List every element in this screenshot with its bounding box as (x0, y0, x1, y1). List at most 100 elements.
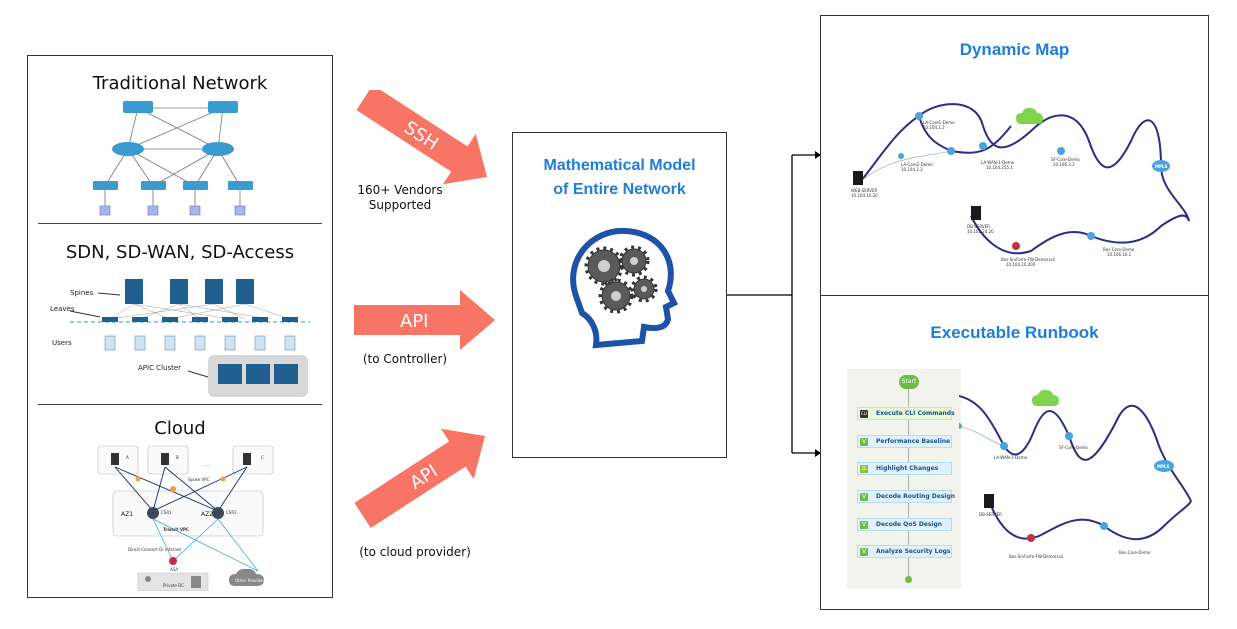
la-wan-label: LA-WAN-1-Demo (981, 160, 1015, 165)
users-label: Users (52, 339, 72, 347)
db-server-icon (971, 206, 981, 220)
sdn-diagram: Spines Leaves Users APIC Cluster (50, 279, 310, 397)
step-label: Performance Baseline (876, 438, 951, 445)
user-server-icon (104, 335, 296, 351)
leaves-label: Leaves (50, 305, 75, 313)
step-decode-qos[interactable]: V Decode QoS Design (857, 518, 952, 531)
vpc-c-label: C (261, 455, 264, 460)
db-server-label: DB-SERVER (979, 512, 1002, 517)
cloud-provider-note: (to cloud provider) (359, 545, 471, 559)
apic-cluster-label: APIC Cluster (138, 364, 181, 372)
router-node-icon (898, 112, 1095, 240)
host-icon (99, 205, 246, 216)
la-wan-label: LA-WAN-1-Demo (994, 455, 1028, 460)
step-decode-routing[interactable]: V Decode Routing Design (857, 490, 956, 503)
firewall-node-icon (1027, 534, 1035, 542)
output-connectors (727, 151, 821, 457)
flow-line (908, 389, 909, 579)
la-wan-ip: 10.104.255.1 (986, 165, 1013, 170)
traditional-network-title: Traditional Network (92, 73, 268, 94)
step-analyze-security[interactable]: V Analyze Security Logs (857, 545, 952, 558)
la-core1-ip: 10.104.1.2 (923, 125, 945, 130)
vendors-note: 160+ Vendors Supported (357, 183, 443, 212)
mpls-label: MPLS (1155, 164, 1167, 169)
other-provider-cloud-icon (229, 568, 264, 586)
v-icon: V (860, 548, 868, 556)
bos-core-label: Bos-Core-Demo (1119, 550, 1151, 555)
apic-controller-icon (218, 364, 298, 384)
runbook-map-diagram: LA-WAN-1-Demo SF-Core-Demo MPLS DB-SERVE… (959, 389, 1192, 559)
vpc-dots: ...... (203, 462, 211, 467)
az2-label: AZ2 (201, 511, 213, 518)
web-server-ip: 10.104.10.20 (851, 193, 878, 198)
csr2-label: CSR2 (226, 510, 237, 515)
la-core1-label: LA-Core1-Demo (923, 120, 955, 125)
start-node[interactable]: Start (899, 375, 919, 389)
db-server-ip: 10.102.24.20 (967, 229, 994, 234)
db-server-icon (984, 494, 994, 508)
core-switch-icon (123, 101, 238, 113)
bos-srv-ip: 10.104.10.204 (1006, 262, 1036, 267)
dynamic-map-diagram: LA-Core1-Demo 10.104.1.2 LA-Core2-Demo 1… (851, 103, 1190, 267)
traditional-network-diagram (93, 101, 253, 216)
private-dc-box (137, 572, 209, 591)
asa-firewall-icon (169, 557, 177, 565)
dynamic-map-title: Dynamic Map (959, 40, 1070, 59)
bos-srv-label: Bos-SrvFarm-FW-Demo(ssi) (1009, 554, 1064, 559)
controller-note: (to Controller) (362, 352, 448, 366)
math-model-title-1: Mathematical Model (543, 157, 696, 174)
step-execute-cli[interactable]: CLI Execute CLI Commands (857, 407, 955, 420)
mpls-node-icon (1152, 160, 1170, 172)
dynamic-map-panel: Dynamic Map LA-Core1-Demo 10.104.1.2 LA-… (820, 15, 1209, 297)
csr1-router-icon (147, 507, 159, 519)
private-dc-label: Private DC (163, 583, 184, 588)
runbook-panel: Executable Runbook Start CLI Execute CLI… (820, 295, 1209, 610)
cloud-node-icon (1016, 107, 1043, 124)
csr2-router-icon (212, 507, 224, 519)
api-cloud-arrow: API (354, 428, 486, 529)
direct-connect-label: Direct Connect Or Internet (128, 547, 181, 552)
step-highlight-changes[interactable]: ⚖ Highlight Changes (857, 462, 952, 475)
divider-2 (38, 404, 322, 405)
spine-switch-icon (125, 279, 254, 304)
la-core2-ip: 10.104.2.2 (901, 167, 923, 172)
step-label: Highlight Changes (876, 465, 939, 472)
divider-1 (38, 223, 322, 224)
cloud-diagram: A B C ...... Spoke VPC AZ1 AZ2 CSR1 CSR2… (97, 445, 284, 591)
math-model-box: Mathematical Model of Entire Network (512, 132, 727, 458)
access-switch-icon (93, 181, 253, 190)
mpls-label: MPLS (1157, 464, 1169, 469)
v-icon: V (860, 438, 868, 446)
sf-core-ip: 10.106.3.2 (1053, 162, 1075, 167)
vpc-b-label: B (176, 455, 179, 460)
step-performance-baseline[interactable]: V Performance Baseline (857, 435, 952, 448)
runbook-title: Executable Runbook (930, 323, 1099, 342)
csr1-label: CSR1 (161, 510, 172, 515)
az1-label: AZ1 (121, 511, 133, 518)
vpc-a-label: A (126, 455, 129, 460)
v-icon: V (860, 521, 868, 529)
scale-icon: ⚖ (860, 465, 868, 473)
arrows-layer: SSH API API (354, 90, 495, 529)
router-icon (112, 142, 234, 156)
leaf-switch-icon (102, 317, 298, 322)
asa-label: ASA (170, 567, 178, 572)
cli-icon: CLI (860, 410, 868, 418)
transit-vpc-label: Transit VPC (163, 527, 189, 532)
spoke-vpc-label: Spoke VPC (188, 477, 210, 482)
web-server-icon (853, 171, 863, 185)
step-label: Decode QoS Design (876, 521, 943, 528)
other-provider-label: Other Provider Networks (235, 578, 284, 583)
step-label: Execute CLI Commands (876, 410, 955, 417)
spines-label: Spines (70, 289, 94, 297)
bos-core-label: Bos-Core-Demo (1103, 247, 1135, 252)
cloud-node-icon (1032, 389, 1059, 406)
sf-core-label: SF-Core-Demo (1059, 445, 1088, 450)
web-server-label: WEB-SERVER (851, 188, 878, 193)
step-label: Decode Routing Design (876, 493, 956, 500)
mpls-node-icon (1154, 460, 1174, 472)
router-node-icon (959, 423, 1108, 530)
math-model-title-2: of Entire Network (553, 181, 686, 198)
bos-srv-label: Bos-SrvFarm-FW-Demo(ssi) (1001, 257, 1056, 262)
api-controller-arrow: API (354, 290, 495, 350)
